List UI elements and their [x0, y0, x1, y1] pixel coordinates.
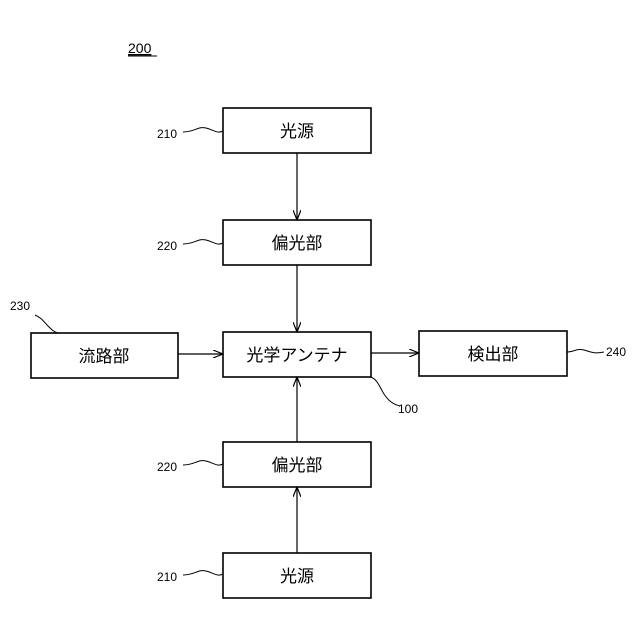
- light-source-bottom-block: 光源: [223, 553, 371, 598]
- flow-path-leader: [35, 315, 58, 333]
- polarizer-bottom-label: 偏光部: [272, 456, 323, 476]
- flow-path-label: 流路部: [79, 347, 130, 367]
- polarizer-top-ref: 220: [157, 239, 177, 253]
- optical-antenna-label: 光学アンテナ: [246, 346, 347, 366]
- light-source-bottom-label: 光源: [280, 567, 314, 587]
- light-source-bottom-leader: [183, 571, 223, 575]
- polarizer-bottom-block: 偏光部: [223, 442, 371, 487]
- optical-antenna-leader: [371, 377, 400, 406]
- figure-number: 200: [128, 40, 152, 56]
- detector-label: 検出部: [468, 345, 519, 365]
- light-source-top-ref: 210: [157, 127, 177, 141]
- polarizer-bottom-leader: [183, 461, 223, 465]
- polarizer-bottom-ref: 220: [157, 460, 177, 474]
- flow-path-block: 流路部: [31, 333, 178, 378]
- polarizer-top-leader: [183, 240, 223, 244]
- light-source-top-leader: [183, 128, 223, 132]
- optical-antenna-ref: 100: [398, 402, 418, 416]
- detector-block: 検出部: [419, 331, 567, 376]
- light-source-top-block: 光源: [223, 108, 371, 153]
- light-source-top-label: 光源: [280, 122, 314, 142]
- polarizer-top-label: 偏光部: [272, 234, 323, 254]
- detector-ref: 240: [606, 345, 626, 359]
- polarizer-top-block: 偏光部: [223, 220, 371, 265]
- optical-antenna-block: 光学アンテナ: [223, 332, 371, 377]
- light-source-bottom-ref: 210: [157, 570, 177, 584]
- detector-leader: [567, 349, 604, 352]
- flow-path-ref: 230: [10, 299, 30, 313]
